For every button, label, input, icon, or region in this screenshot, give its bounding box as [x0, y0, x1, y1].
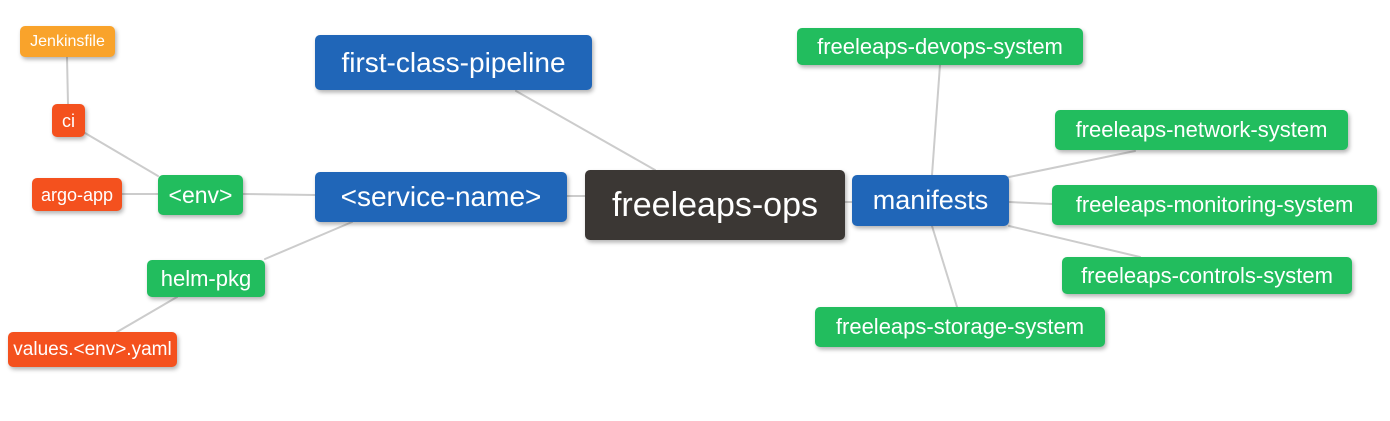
node-service-name[interactable]: <service-name>: [315, 172, 567, 222]
edge-values-helm-pkg: [116, 296, 178, 333]
edge-manifests-monitoring-system: [1008, 201, 1053, 205]
node-helm-pkg[interactable]: helm-pkg: [147, 260, 265, 297]
node-ci[interactable]: ci: [52, 104, 85, 137]
edge-manifests-controls-system: [1008, 225, 1141, 258]
node-freeleaps-devops-system[interactable]: freeleaps-devops-system: [797, 28, 1083, 65]
node-argo-app[interactable]: argo-app: [32, 178, 122, 211]
node-freeleaps-network-system[interactable]: freeleaps-network-system: [1055, 110, 1348, 150]
node-values-env-yaml[interactable]: values.<env>.yaml: [8, 332, 177, 367]
node-freeleaps-controls-system[interactable]: freeleaps-controls-system: [1062, 257, 1352, 294]
node-freeleaps-ops[interactable]: freeleaps-ops: [585, 170, 845, 240]
edge-helm-pkg-service-name: [264, 221, 353, 260]
edge-ci-env: [84, 132, 159, 177]
edge-env-service-name: [242, 193, 316, 196]
edge-manifests-devops-system: [931, 64, 941, 176]
edge-jenkinsfile-ci: [66, 56, 69, 105]
node-manifests[interactable]: manifests: [852, 175, 1009, 226]
node-jenkinsfile[interactable]: Jenkinsfile: [20, 26, 115, 57]
node-env[interactable]: <env>: [158, 175, 243, 215]
edge-manifests-network-system: [1008, 150, 1136, 178]
node-first-class-pipeline[interactable]: first-class-pipeline: [315, 35, 592, 90]
edge-pipeline-freeleaps-ops: [515, 90, 656, 171]
edge-manifests-storage-system: [931, 225, 958, 308]
node-freeleaps-storage-system[interactable]: freeleaps-storage-system: [815, 307, 1105, 347]
node-freeleaps-monitoring-system[interactable]: freeleaps-monitoring-system: [1052, 185, 1377, 225]
